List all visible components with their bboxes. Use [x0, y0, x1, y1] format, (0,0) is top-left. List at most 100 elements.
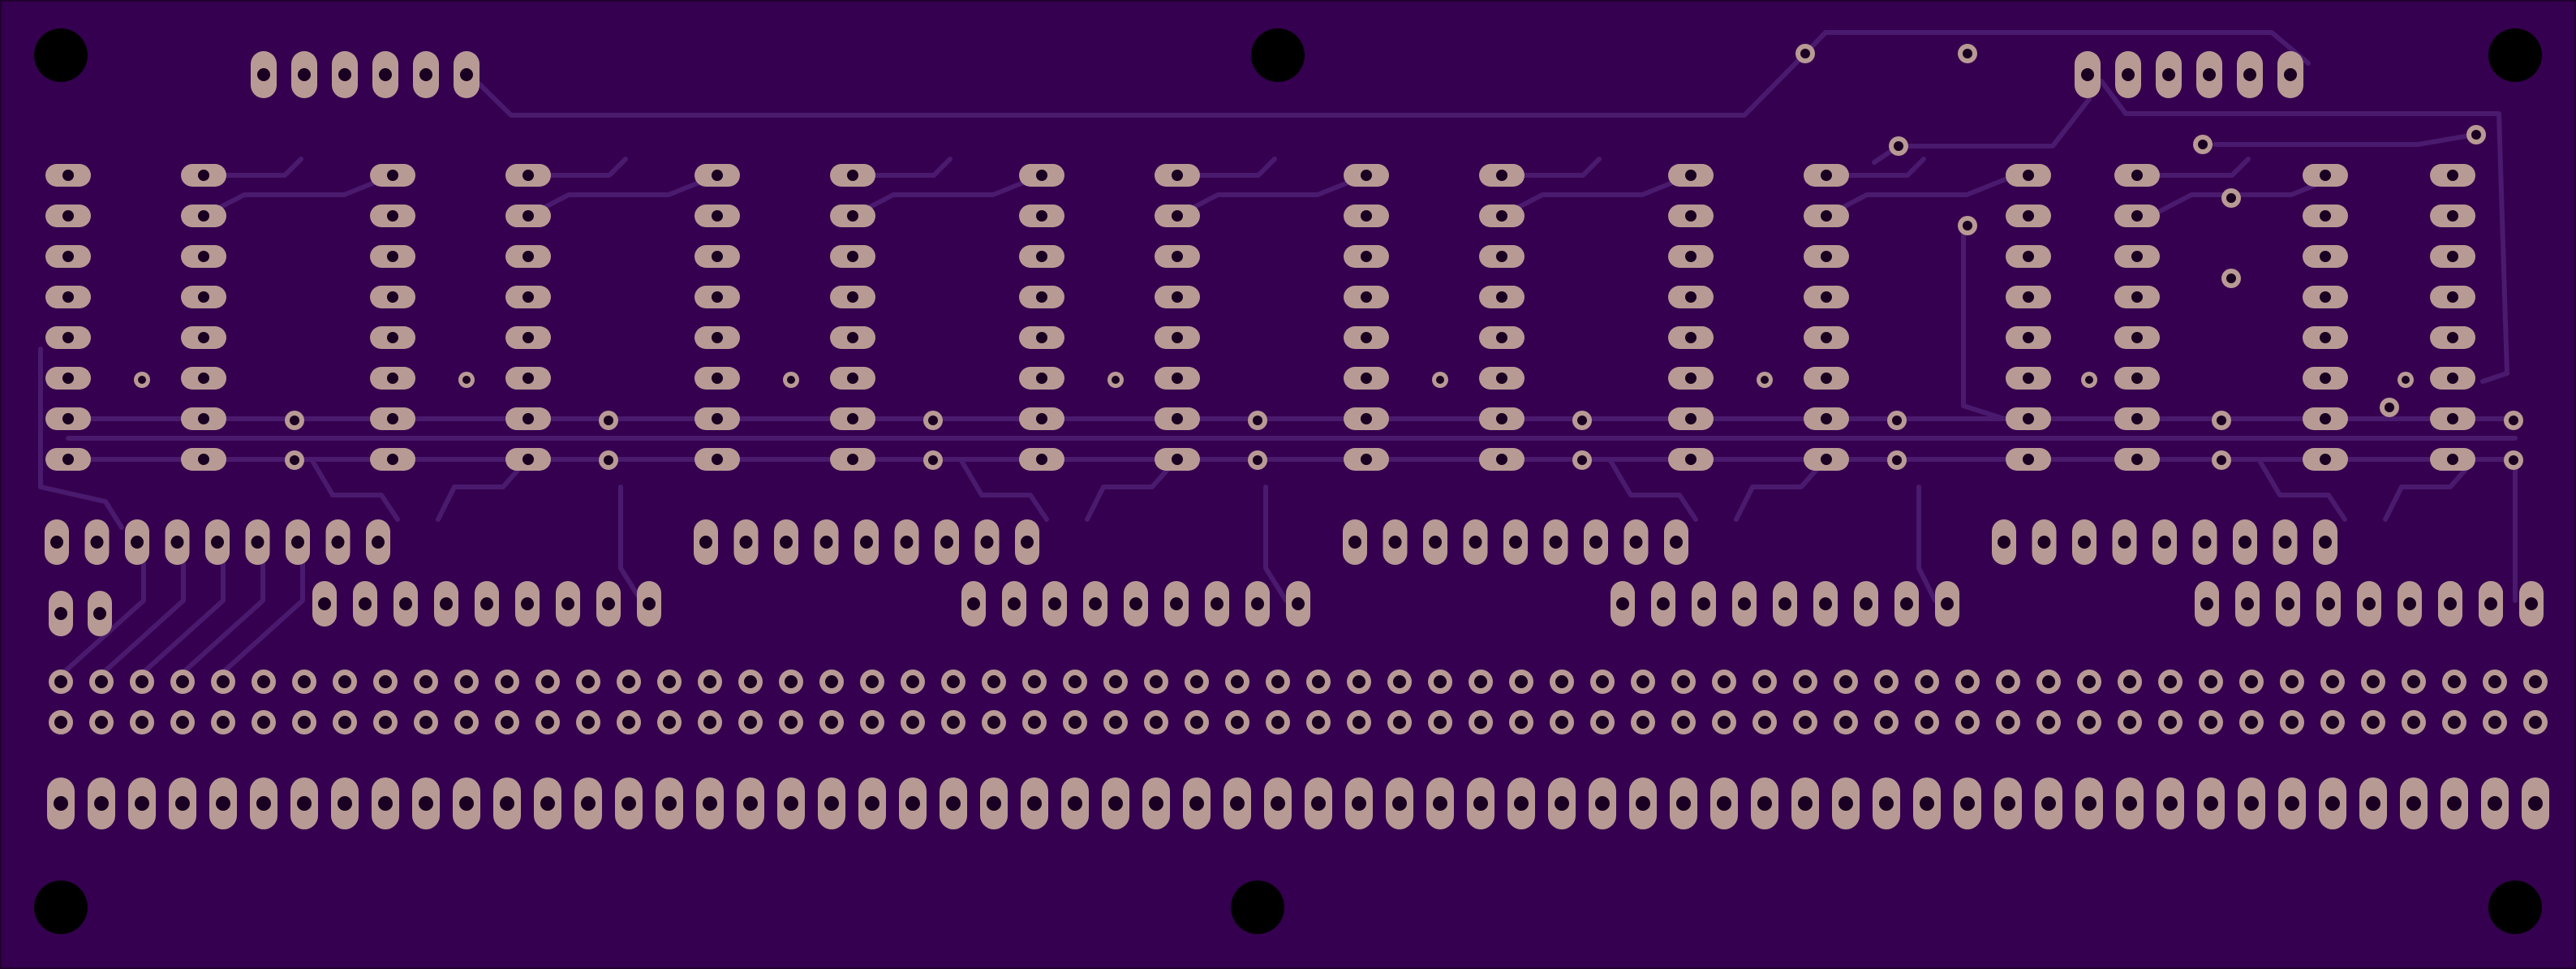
- edge-connector-pin: [574, 777, 602, 829]
- ic-socket-pin: [45, 407, 91, 430]
- top-header-pin: [291, 51, 317, 98]
- header-pad: [1185, 670, 1209, 694]
- dip-pin: [1124, 581, 1148, 627]
- via: [1107, 372, 1124, 388]
- header-pad: [2239, 670, 2264, 694]
- dip-pin: [733, 519, 759, 565]
- ic-socket-pin: [2006, 205, 2051, 227]
- header-pad: [1834, 670, 1858, 694]
- edge-connector-pin: [534, 777, 561, 829]
- ic-socket-pin: [2006, 367, 2051, 390]
- ic-socket-pin: [1344, 326, 1389, 349]
- header-pad: [2483, 710, 2507, 734]
- header-pad: [252, 670, 276, 694]
- ic-socket-pin: [1019, 164, 1064, 187]
- ic-socket-pin: [830, 448, 875, 471]
- edge-connector-pin: [2075, 777, 2103, 829]
- header-pad: [1469, 670, 1493, 694]
- header-pad: [211, 670, 235, 694]
- header-pad: [2483, 670, 2507, 694]
- ic-socket-pin: [181, 286, 226, 308]
- edge-connector-pin: [1021, 777, 1048, 829]
- edge-connector-pin: [1467, 777, 1494, 829]
- trace-layer: [38, 30, 2518, 676]
- via: [2212, 450, 2231, 470]
- header-pad: [1306, 670, 1331, 694]
- copper-trace: [618, 484, 643, 603]
- header-pad: [535, 670, 560, 694]
- ic-socket-pin: [1804, 245, 1849, 268]
- ic-socket-pin: [1479, 367, 1525, 390]
- copper-trace: [850, 157, 953, 178]
- top-header-pin: [413, 51, 439, 98]
- ic-socket-pin: [2430, 286, 2475, 308]
- header-pad: [2118, 710, 2142, 734]
- edge-connector-pin: [2197, 777, 2225, 829]
- edge-connector-pin: [899, 777, 927, 829]
- ic-socket-pin: [2114, 367, 2160, 390]
- ic-socket-pin: [1344, 448, 1389, 471]
- edge-connector-pin: [1832, 777, 1860, 829]
- ic-socket-pin: [505, 205, 551, 227]
- edge-connector-pin: [1589, 777, 1616, 829]
- header-pad: [1225, 670, 1249, 694]
- header-pad: [1671, 710, 1696, 734]
- dip-pin: [694, 519, 718, 565]
- edge-connector-pin: [696, 777, 724, 829]
- copper-trace: [2148, 157, 2251, 178]
- dip-pin: [1692, 581, 1716, 627]
- header-pad: [1550, 710, 1574, 734]
- dip-pin: [1894, 581, 1919, 627]
- ic-socket-pin: [1155, 286, 1200, 308]
- dip-pin: [1935, 581, 1959, 627]
- ic-socket-pin: [45, 245, 91, 268]
- mounting-hole-layer: [34, 28, 2542, 934]
- via: [2380, 398, 2399, 417]
- ic-socket-pin: [1344, 164, 1389, 187]
- header-pad: [698, 710, 722, 734]
- edge-connector-pin: [980, 777, 1008, 829]
- copper-trace: [1824, 157, 1926, 178]
- ic-socket-pin: [2430, 448, 2475, 471]
- ic-socket-pin: [1804, 407, 1849, 430]
- jumper-pin: [49, 591, 73, 636]
- header-pad: [657, 710, 682, 734]
- header-pad: [1022, 670, 1047, 694]
- ic-socket-pin: [1155, 205, 1200, 227]
- via: [923, 411, 943, 430]
- ic-socket-pin: [2114, 326, 2160, 349]
- header-pad: [2158, 710, 2183, 734]
- dip-pin: [1245, 581, 1270, 627]
- ic-socket-pin: [2430, 205, 2475, 227]
- dip-pin: [2519, 581, 2544, 627]
- header-pad: [49, 710, 73, 734]
- edge-connector-pin: [2359, 777, 2387, 829]
- dip-pin: [596, 581, 621, 627]
- ic-socket-pin: [830, 286, 875, 308]
- copper-trace: [2256, 457, 2347, 522]
- header-pad: [2280, 670, 2304, 694]
- pad-layer: [45, 44, 2549, 829]
- header-pad: [1428, 710, 1452, 734]
- ic-socket-pin: [1804, 164, 1849, 187]
- edge-connector-pin: [2278, 777, 2306, 829]
- header-pad: [1752, 670, 1777, 694]
- edge-connector-pin: [1345, 777, 1373, 829]
- header-pad: [1022, 710, 1047, 734]
- ic-socket-pin: [45, 326, 91, 349]
- header-pad: [130, 710, 154, 734]
- ic-socket-pin: [2303, 245, 2348, 268]
- via: [2221, 269, 2241, 288]
- dip-pin: [1083, 581, 1107, 627]
- dip-pin: [854, 519, 879, 565]
- dip-pin: [2235, 581, 2260, 627]
- ic-socket-pin: [2114, 245, 2160, 268]
- header-pad: [1793, 710, 1817, 734]
- ic-socket-pin: [2006, 286, 2051, 308]
- edge-connector-pin: [169, 777, 196, 829]
- via: [285, 450, 304, 470]
- edge-connector-pin: [777, 777, 805, 829]
- header-pad: [211, 710, 235, 734]
- dip-pin: [974, 519, 1000, 565]
- ic-socket-pin: [2303, 367, 2348, 390]
